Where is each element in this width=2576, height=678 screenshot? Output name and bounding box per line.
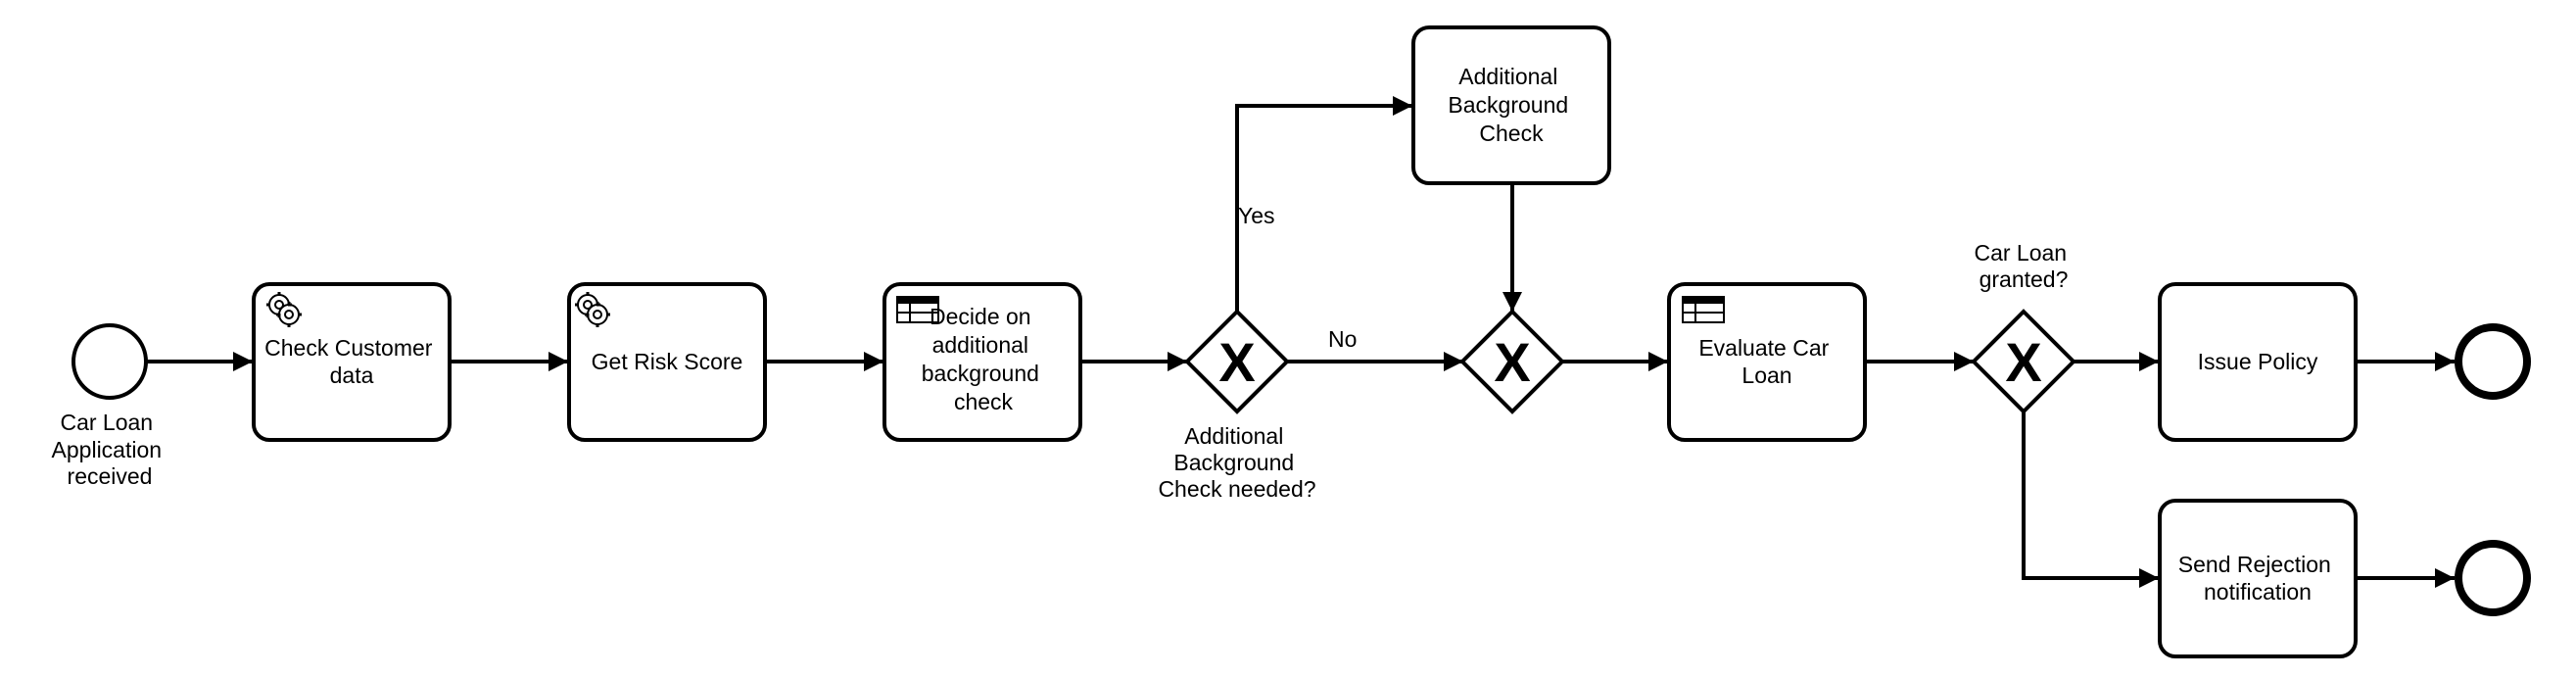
gear-icon [575,292,610,327]
flow-label-yes: Yes [1238,203,1275,228]
gateway-background-check-needed[interactable]: X [1184,309,1290,414]
task-additional-background-label: Additional Background Check [1448,64,1574,146]
start-event[interactable] [72,323,148,400]
gear-icon [266,292,302,327]
gateway-background-needed-label: Additional Background Check needed? [1158,423,1315,502]
task-check-customer-label: Check Customer data [264,335,439,388]
task-evaluate-car-loan[interactable]: Evaluate Car Loan [1667,282,1867,442]
end-event-rejection[interactable] [2455,540,2531,616]
table-icon [1682,296,1725,323]
task-decide-background-check[interactable]: Decide on additional background check [883,282,1082,442]
start-label-line-3: received [68,463,153,489]
gateway-loan-granted-label: Car Loan granted? [1974,240,2073,292]
task-decide-background-label: Decide on additional background check [922,304,1046,414]
sequence-flows [147,96,2455,588]
task-issue-policy[interactable]: Issue Policy [2158,282,2358,442]
exclusive-gateway-x-icon: X [1494,331,1530,393]
gateway-merge[interactable]: X [1459,309,1565,414]
gateway-car-loan-granted[interactable]: X [1971,309,2076,414]
task-issue-policy-label: Issue Policy [2198,349,2318,374]
task-additional-background-check[interactable]: Additional Background Check [1411,25,1611,185]
task-send-rejection[interactable]: Send Rejection notification [2158,499,2358,658]
table-icon [896,296,939,323]
task-check-customer-data[interactable]: Check Customer data [252,282,452,442]
task-get-risk-score[interactable]: Get Risk Score [567,282,767,442]
exclusive-gateway-x-icon: X [2005,331,2041,393]
start-label-line-2: Application [52,437,163,462]
flow-yes-to-additional-check[interactable] [1235,96,1412,312]
task-send-rejection-label: Send Rejection notification [2178,552,2337,605]
exclusive-gateway-x-icon: X [1218,331,1255,393]
flow-label-no: No [1328,326,1357,352]
task-evaluate-car-loan-label: Evaluate Car Loan [1698,335,1835,388]
start-label-line-1: Car Loan [60,410,153,435]
start-event-label: Car Loan Application received [52,410,168,489]
end-event-policy[interactable] [2455,323,2531,400]
flow-rejected-to-notification[interactable] [2022,412,2159,588]
task-get-risk-score-label: Get Risk Score [592,349,743,374]
